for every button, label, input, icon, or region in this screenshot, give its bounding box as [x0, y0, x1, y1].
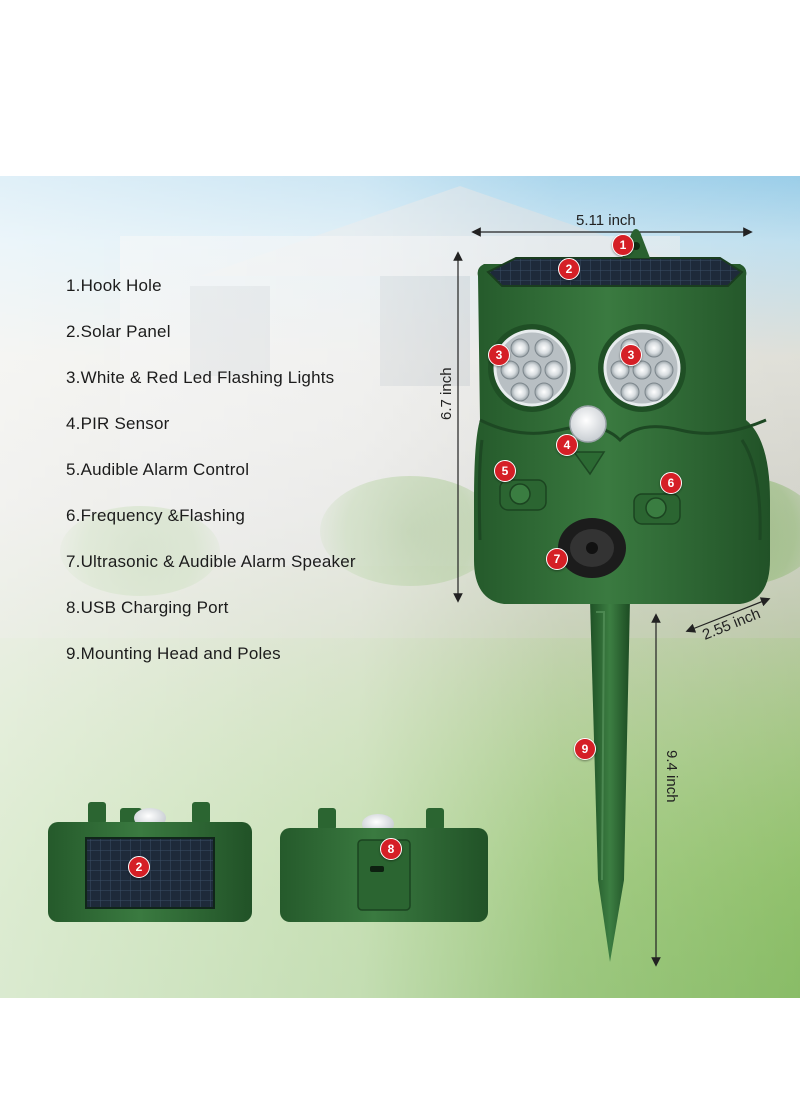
badge-frequency: 6 — [660, 472, 682, 494]
pir-sensor — [569, 405, 607, 443]
usb-port — [370, 866, 384, 872]
feature-item: 4.PIR Sensor — [66, 414, 170, 433]
owl-device — [474, 229, 770, 604]
badge-hook-hole: 1 — [612, 234, 634, 256]
feature-item: 6.Frequency &Flashing — [66, 506, 246, 525]
solar-panel-top — [486, 257, 744, 287]
feature-item: 9.Mounting Head and Poles — [66, 644, 281, 663]
feature-item: 5.Audible Alarm Control — [66, 460, 250, 479]
width-dimension-label: 5.11 inch — [576, 212, 636, 229]
feature-item: 1.Hook Hole — [66, 276, 162, 295]
depth-dimension-line — [685, 597, 771, 633]
pole-dimension-label: 9.4 inch — [663, 750, 680, 803]
frequency-knob — [633, 493, 681, 525]
feature-item: 7.Ultrasonic & Audible Alarm Speaker — [66, 552, 356, 571]
height-dimension-label: 6.7 inch — [438, 367, 455, 420]
badge-speaker: 7 — [546, 548, 568, 570]
solar-panel-bottom — [85, 837, 215, 909]
device-solar-view — [48, 802, 252, 922]
badge-pole: 9 — [574, 738, 596, 760]
alarm-speaker — [558, 518, 626, 578]
badge-solar-panel-bottom: 2 — [128, 856, 150, 878]
badge-led-right: 3 — [620, 344, 642, 366]
badge-led-left: 3 — [488, 344, 510, 366]
feature-item: 3.White & Red Led Flashing Lights — [66, 368, 335, 387]
mounting-pole — [590, 600, 630, 962]
alarm-control-knob — [499, 479, 547, 511]
feature-item: 2.Solar Panel — [66, 322, 171, 341]
feature-list: 1.Hook Hole 2.Solar Panel 3.White & Red … — [66, 276, 356, 690]
badge-pir-sensor: 4 — [556, 434, 578, 456]
badge-solar-panel: 2 — [558, 258, 580, 280]
feature-item: 8.USB Charging Port — [66, 598, 229, 617]
device-usb-view — [280, 808, 488, 922]
badge-alarm-control: 5 — [494, 460, 516, 482]
badge-usb-port: 8 — [380, 838, 402, 860]
